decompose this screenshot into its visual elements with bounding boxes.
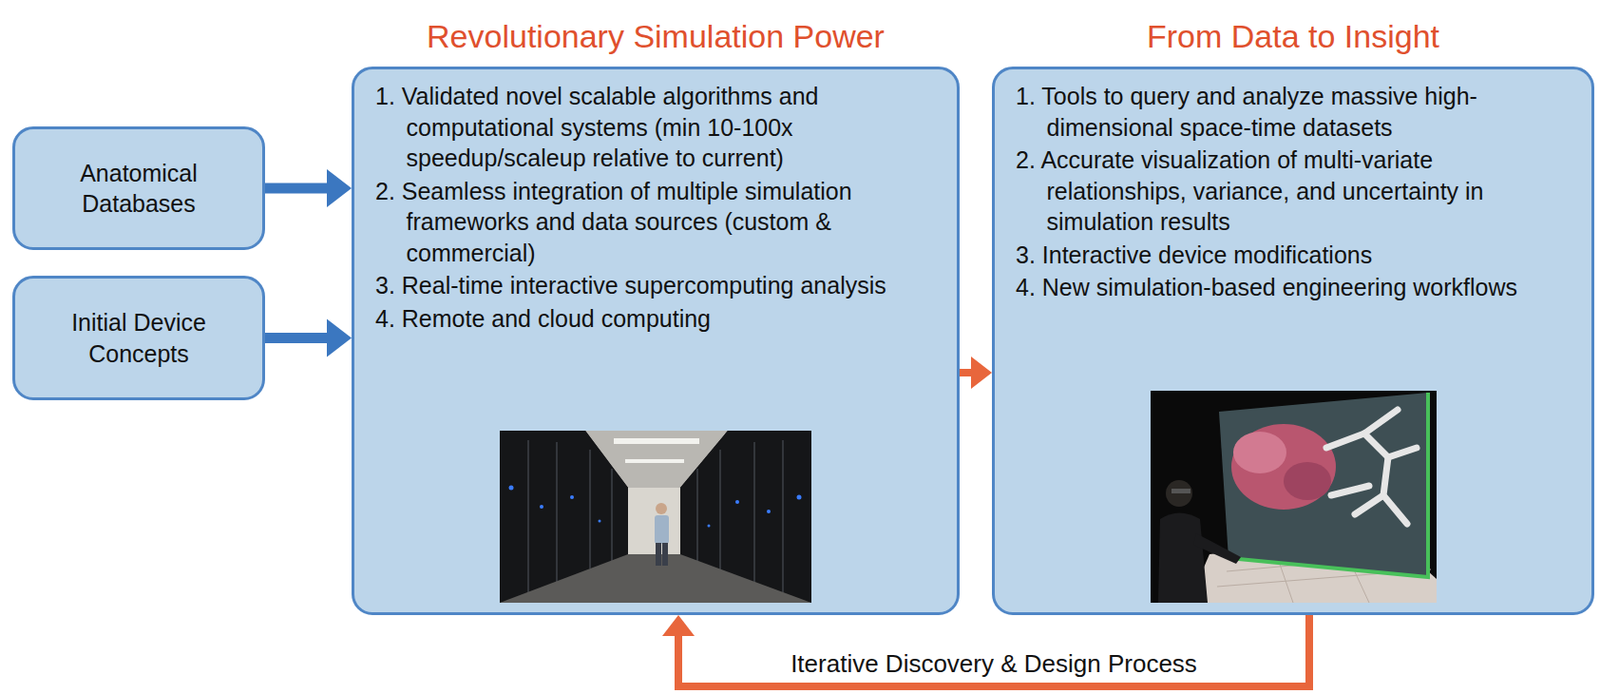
- list-item: 4. Remote and cloud computing: [375, 303, 944, 335]
- list-item: 4. New simulation-based engineering work…: [1015, 271, 1579, 304]
- item-list: 1. Tools to query and analyze massive hi…: [1015, 80, 1579, 305]
- item-list: 1. Validated novel scalable algorithms a…: [375, 80, 944, 336]
- flow-arrow: [959, 356, 992, 389]
- arrow-head: [971, 356, 992, 389]
- arrow-head: [662, 614, 695, 636]
- box-label: Anatomical Databases: [51, 157, 228, 220]
- input-box: Initial Device Concepts: [12, 275, 266, 400]
- arrow-line: [265, 332, 329, 343]
- list-item: 1. Validated novel scalable algorithms a…: [375, 80, 944, 174]
- arrow-line: [959, 368, 973, 377]
- arrow-line: [265, 183, 329, 194]
- server-room-photo: [499, 430, 812, 603]
- list-item: 3. Real-time interactive supercomputing …: [375, 269, 944, 302]
- panel-heading: From Data to Insight: [994, 18, 1592, 56]
- arrow-line: [678, 614, 1310, 686]
- list-item: 3. Interactive device modifications: [1015, 239, 1579, 271]
- flow-arrow: [265, 169, 352, 208]
- list-item: 2. Seamless integration of multiple simu…: [375, 175, 944, 269]
- arrow-head: [326, 319, 352, 358]
- flow-arrow: [265, 319, 352, 358]
- box-label: Initial Device Concepts: [51, 306, 228, 369]
- input-box: Anatomical Databases: [12, 126, 266, 250]
- flow-arrow: [662, 614, 1310, 686]
- list-item: 2. Accurate visualization of multi-varia…: [1015, 144, 1579, 238]
- edge-label: Iterative Discovery & Design Process: [784, 648, 1203, 679]
- list-item: 1. Tools to query and analyze massive hi…: [1015, 80, 1579, 143]
- panel-heading: Revolutionary Simulation Power: [354, 18, 957, 56]
- visualization-photo: [1150, 390, 1437, 603]
- arrow-head: [326, 169, 352, 208]
